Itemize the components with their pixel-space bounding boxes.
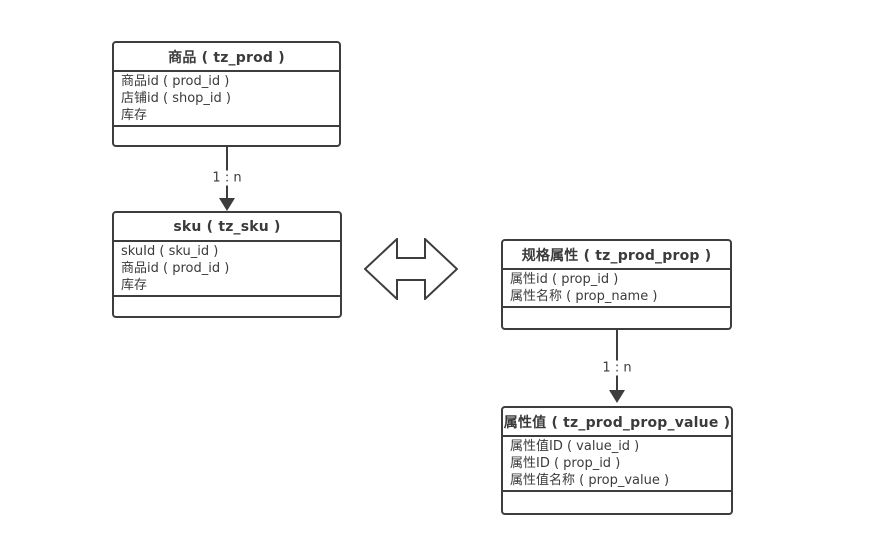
field-row: 店铺id ( shop_id ) xyxy=(121,91,231,106)
entity-empty-section xyxy=(114,125,339,145)
entity-empty-section xyxy=(114,295,340,316)
arrowhead-down-icon xyxy=(609,390,625,403)
entity-table-tz-prod-prop-value: 属性值 ( tz_prod_prop_value ) 属性值ID ( value… xyxy=(501,406,733,515)
entity-title: sku ( tz_sku ) xyxy=(173,218,281,235)
entity-field-list: 商品id ( prod_id ) 店铺id ( shop_id ) 库存 xyxy=(114,70,339,125)
entity-field-list: skuId ( sku_id ) 商品id ( prod_id ) 库存 xyxy=(114,240,340,295)
arrowhead-down-icon xyxy=(219,198,235,211)
field-row: skuId ( sku_id ) xyxy=(121,244,219,259)
entity-empty-section xyxy=(503,490,731,513)
entity-empty-section xyxy=(503,306,730,328)
field-row: 属性ID ( prop_id ) xyxy=(510,456,621,471)
entity-field-list: 属性id ( prop_id ) 属性名称 ( prop_name ) xyxy=(503,268,730,306)
entity-field-list: 属性值ID ( value_id ) 属性ID ( prop_id ) 属性值名… xyxy=(503,435,731,490)
left-right-double-arrow-icon xyxy=(364,238,458,300)
entity-title: 属性值 ( tz_prod_prop_value ) xyxy=(503,414,731,431)
relation-label-one-to-n: 1 : n xyxy=(208,170,246,186)
entity-title: 规格属性 ( tz_prod_prop ) xyxy=(521,247,712,264)
relation-label-one-to-n: 1 : n xyxy=(598,360,636,376)
field-row: 商品id ( prod_id ) xyxy=(121,74,230,89)
field-row: 属性值ID ( value_id ) xyxy=(510,439,640,454)
field-row: 商品id ( prod_id ) xyxy=(121,261,230,276)
field-row: 属性id ( prop_id ) xyxy=(510,272,619,287)
entity-table-tz-prod: 商品 ( tz_prod ) 商品id ( prod_id ) 店铺id ( s… xyxy=(112,41,341,147)
field-row: 属性值名称 ( prop_value ) xyxy=(510,473,670,488)
entity-title: 商品 ( tz_prod ) xyxy=(168,49,285,66)
field-row: 库存 xyxy=(121,278,148,293)
field-row: 库存 xyxy=(121,108,148,123)
entity-table-tz-sku: sku ( tz_sku ) skuId ( sku_id ) 商品id ( p… xyxy=(112,211,342,318)
field-row: 属性名称 ( prop_name ) xyxy=(510,289,658,304)
entity-table-tz-prod-prop: 规格属性 ( tz_prod_prop ) 属性id ( prop_id ) 属… xyxy=(501,239,732,330)
